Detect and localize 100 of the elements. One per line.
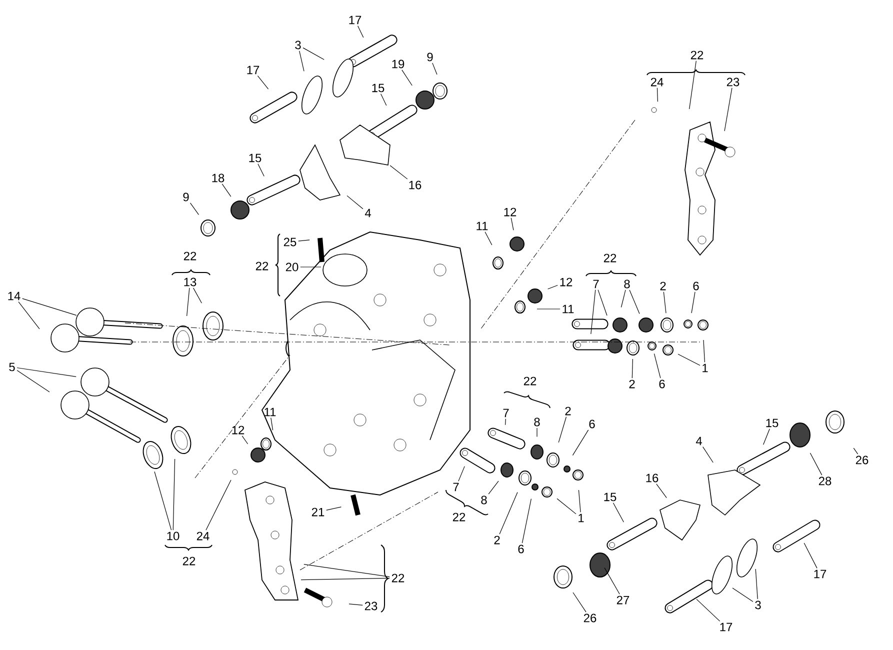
callout-number: 26	[856, 456, 868, 464]
leader-line	[154, 471, 172, 530]
callout-number: 10	[167, 532, 180, 540]
callout-number: 6	[589, 420, 595, 428]
callout-number: 21	[312, 508, 324, 516]
callout-number: 13	[184, 278, 196, 286]
callout-number: 3	[295, 40, 301, 50]
leader-line	[257, 76, 269, 90]
callout-number: 7	[453, 482, 459, 492]
leader-line	[691, 292, 696, 314]
callout-number: 19	[392, 60, 404, 68]
callout-number: 22	[452, 512, 466, 522]
leader-line	[380, 94, 387, 106]
callout-number: 7	[593, 280, 599, 288]
leader-line	[548, 284, 558, 290]
leader-line	[302, 48, 324, 60]
leader-line	[656, 88, 658, 102]
leader-line	[432, 62, 438, 75]
leader-line	[663, 292, 666, 314]
leader-line	[656, 484, 667, 498]
callout-number: 6	[693, 282, 699, 290]
leader-line	[702, 446, 714, 463]
leader-line	[390, 165, 408, 180]
callout-number: 6	[518, 544, 524, 554]
leader-line	[853, 448, 858, 454]
callout-number: 11	[264, 408, 276, 416]
callout-number: 22	[524, 376, 536, 386]
leader-line	[193, 288, 202, 304]
leader-line	[590, 290, 596, 334]
callout-number: 1	[578, 514, 584, 522]
leader-line	[299, 50, 304, 72]
leader-line	[572, 430, 589, 456]
leader-line	[804, 542, 818, 568]
leader-line	[16, 367, 76, 377]
callout-number: 17	[720, 622, 732, 632]
callout-number: 22	[392, 574, 404, 582]
leader-line	[763, 428, 770, 445]
leader-line	[558, 416, 567, 443]
callout-number: 20	[286, 262, 298, 272]
callout-number: 8	[481, 496, 487, 504]
callout-number: 15	[372, 84, 384, 92]
leader-line	[598, 290, 608, 316]
leader-line	[298, 240, 310, 242]
leader-line	[632, 358, 633, 378]
callout-number: 15	[766, 418, 778, 428]
leader-line	[536, 428, 538, 437]
leader-line	[206, 480, 232, 530]
callout-number: 4	[696, 436, 702, 446]
callout-number: 17	[349, 16, 362, 24]
callout-number: 1	[702, 364, 708, 372]
callout-number: 15	[249, 154, 262, 162]
callout-number: 14	[8, 292, 20, 300]
callout-number: 16	[646, 474, 658, 482]
leader-line	[348, 604, 363, 606]
callout-number: 23	[364, 602, 378, 610]
leader-line	[696, 598, 720, 622]
leader-line	[258, 164, 264, 176]
callout-number: 22	[182, 556, 196, 566]
callout-number: 5	[9, 362, 15, 372]
leader-line	[304, 564, 390, 578]
callout-number: 2	[494, 536, 500, 544]
callout-number: 4	[364, 208, 371, 218]
leader-line	[300, 266, 322, 268]
callout-number: 12	[504, 208, 516, 216]
leader-line	[222, 184, 232, 197]
leader-line	[505, 418, 506, 426]
leader-line	[678, 354, 700, 366]
leader-line	[629, 290, 640, 314]
leader-line	[484, 232, 492, 246]
callout-number: 23	[726, 78, 740, 86]
callout-number: 11	[562, 304, 574, 314]
leader-line	[572, 592, 586, 612]
callout-number: 9	[183, 192, 189, 202]
leader-line	[402, 70, 412, 86]
callout-number: 6	[659, 380, 665, 388]
callout-number: 24	[196, 532, 210, 540]
callout-number: 8	[534, 418, 540, 426]
leader-line	[270, 418, 274, 430]
callout-number: 17	[247, 66, 260, 74]
leader-line	[458, 466, 465, 482]
leader-line	[724, 88, 732, 132]
leader-line	[488, 480, 499, 494]
callout-number: 18	[212, 174, 224, 182]
leader-line	[510, 218, 514, 230]
callout-number: 8	[624, 280, 630, 288]
leader-line	[654, 353, 661, 378]
callout-number: 27	[616, 596, 630, 604]
callout-number: 24	[650, 78, 664, 86]
leader-line	[755, 568, 758, 600]
callout-number: 22	[256, 262, 268, 270]
callout-number: 22	[184, 252, 196, 260]
leader-line	[556, 498, 576, 514]
leader-line	[190, 202, 199, 215]
callout-number: 12	[560, 278, 572, 286]
callout-number: 2	[629, 380, 635, 388]
callout-number: 25	[284, 238, 296, 246]
callout-number: 9	[427, 52, 433, 62]
leader-line	[604, 568, 620, 594]
callout-number: 2	[565, 406, 571, 416]
leader-line	[18, 302, 40, 330]
